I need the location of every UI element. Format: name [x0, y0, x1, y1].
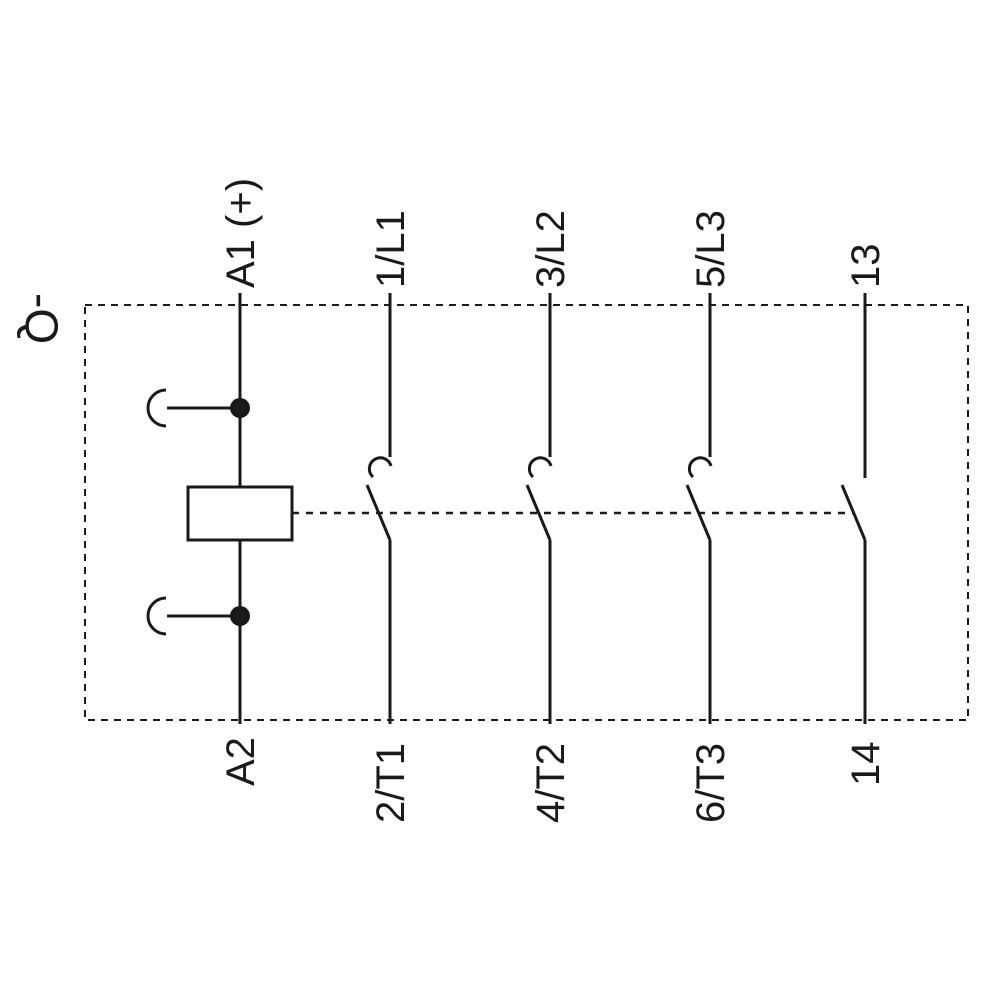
terminal-label-5l3: 5/L3	[689, 210, 733, 288]
pole1-main-contact-arc-icon	[367, 456, 393, 479]
pole2-main-contact-arc-icon	[527, 456, 553, 479]
main-pole-2	[525, 293, 553, 724]
aux-contact	[840, 293, 867, 724]
terminal-label-4t2: 4/T2	[529, 743, 573, 823]
terminal-label-14: 14	[844, 742, 888, 787]
terminal-label-a1: A1 (+)	[219, 178, 263, 288]
coil-branch	[146, 293, 294, 724]
terminal-label-6t3: 6/T3	[689, 743, 733, 823]
pole1-contact-blade	[365, 484, 392, 541]
main-pole-1	[365, 293, 393, 724]
terminal-label-2t1: 2/T1	[369, 743, 413, 823]
pole3-contact-blade	[685, 484, 712, 541]
main-pole-3	[685, 293, 713, 724]
labels: -Q A1 (+) 1/L1 3/L2 5/L3 13 A2 2/T1 4/T2…	[16, 178, 888, 823]
a2-connector-arc-icon	[146, 596, 167, 636]
device-tag-label: -Q	[16, 293, 68, 344]
terminal-label-3l2: 3/L2	[529, 210, 573, 288]
terminal-label-13: 13	[844, 244, 888, 289]
coil-box-icon	[186, 485, 294, 542]
linework	[84, 293, 969, 724]
a1-connector-arc-icon	[146, 388, 167, 428]
terminal-label-a2: A2	[219, 737, 263, 786]
pole2-contact-blade	[525, 484, 552, 541]
terminal-label-1l1: 1/L1	[369, 210, 413, 288]
pole3-main-contact-arc-icon	[687, 456, 713, 479]
aux-contact-blade	[840, 484, 867, 541]
